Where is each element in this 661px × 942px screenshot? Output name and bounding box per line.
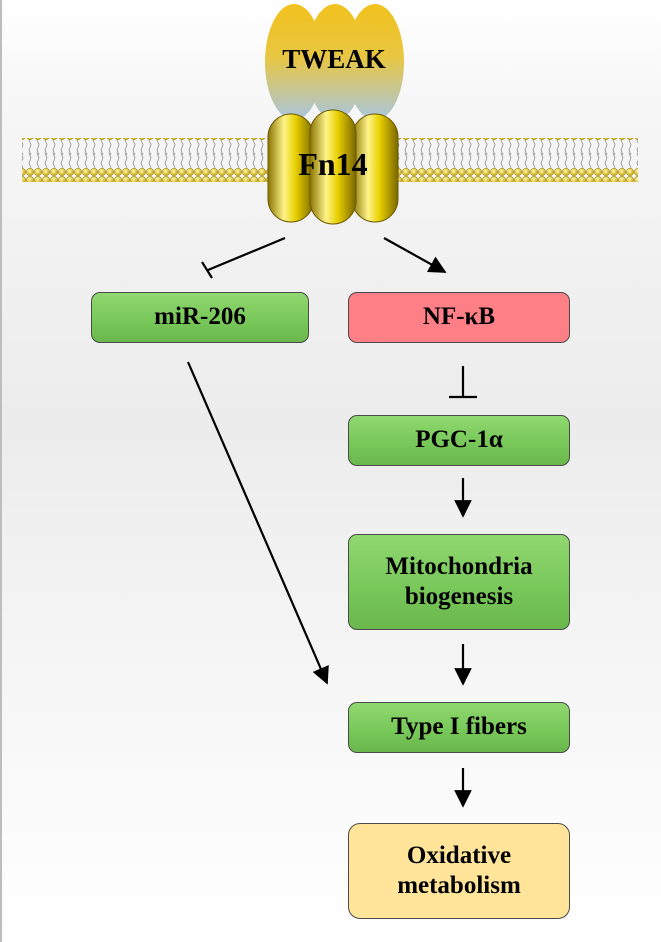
edge-mir206-activates-type1 [186,361,329,685]
fn14-label: Fn14 [298,146,368,182]
inhibition-bar-mir206 [201,261,213,279]
edge-fn14-activates-nfkb [383,237,447,273]
mir206-node: miR-206 [91,292,309,343]
mitochondria-biogenesis-node: Mitochondria biogenesis [348,534,570,630]
edge-fn14-inhibits-mir206 [207,236,286,272]
nfkb-node: NF-κB [348,292,570,343]
pgc1a-node: PGC-1α [348,415,570,466]
type1-fibers-node: Type I fibers [348,702,570,753]
fn14-receptor [267,109,399,225]
oxidative-metabolism-node: Oxidative metabolism [348,823,570,919]
tweak-label: TWEAK [282,44,386,74]
tweak-ligand [265,4,404,120]
